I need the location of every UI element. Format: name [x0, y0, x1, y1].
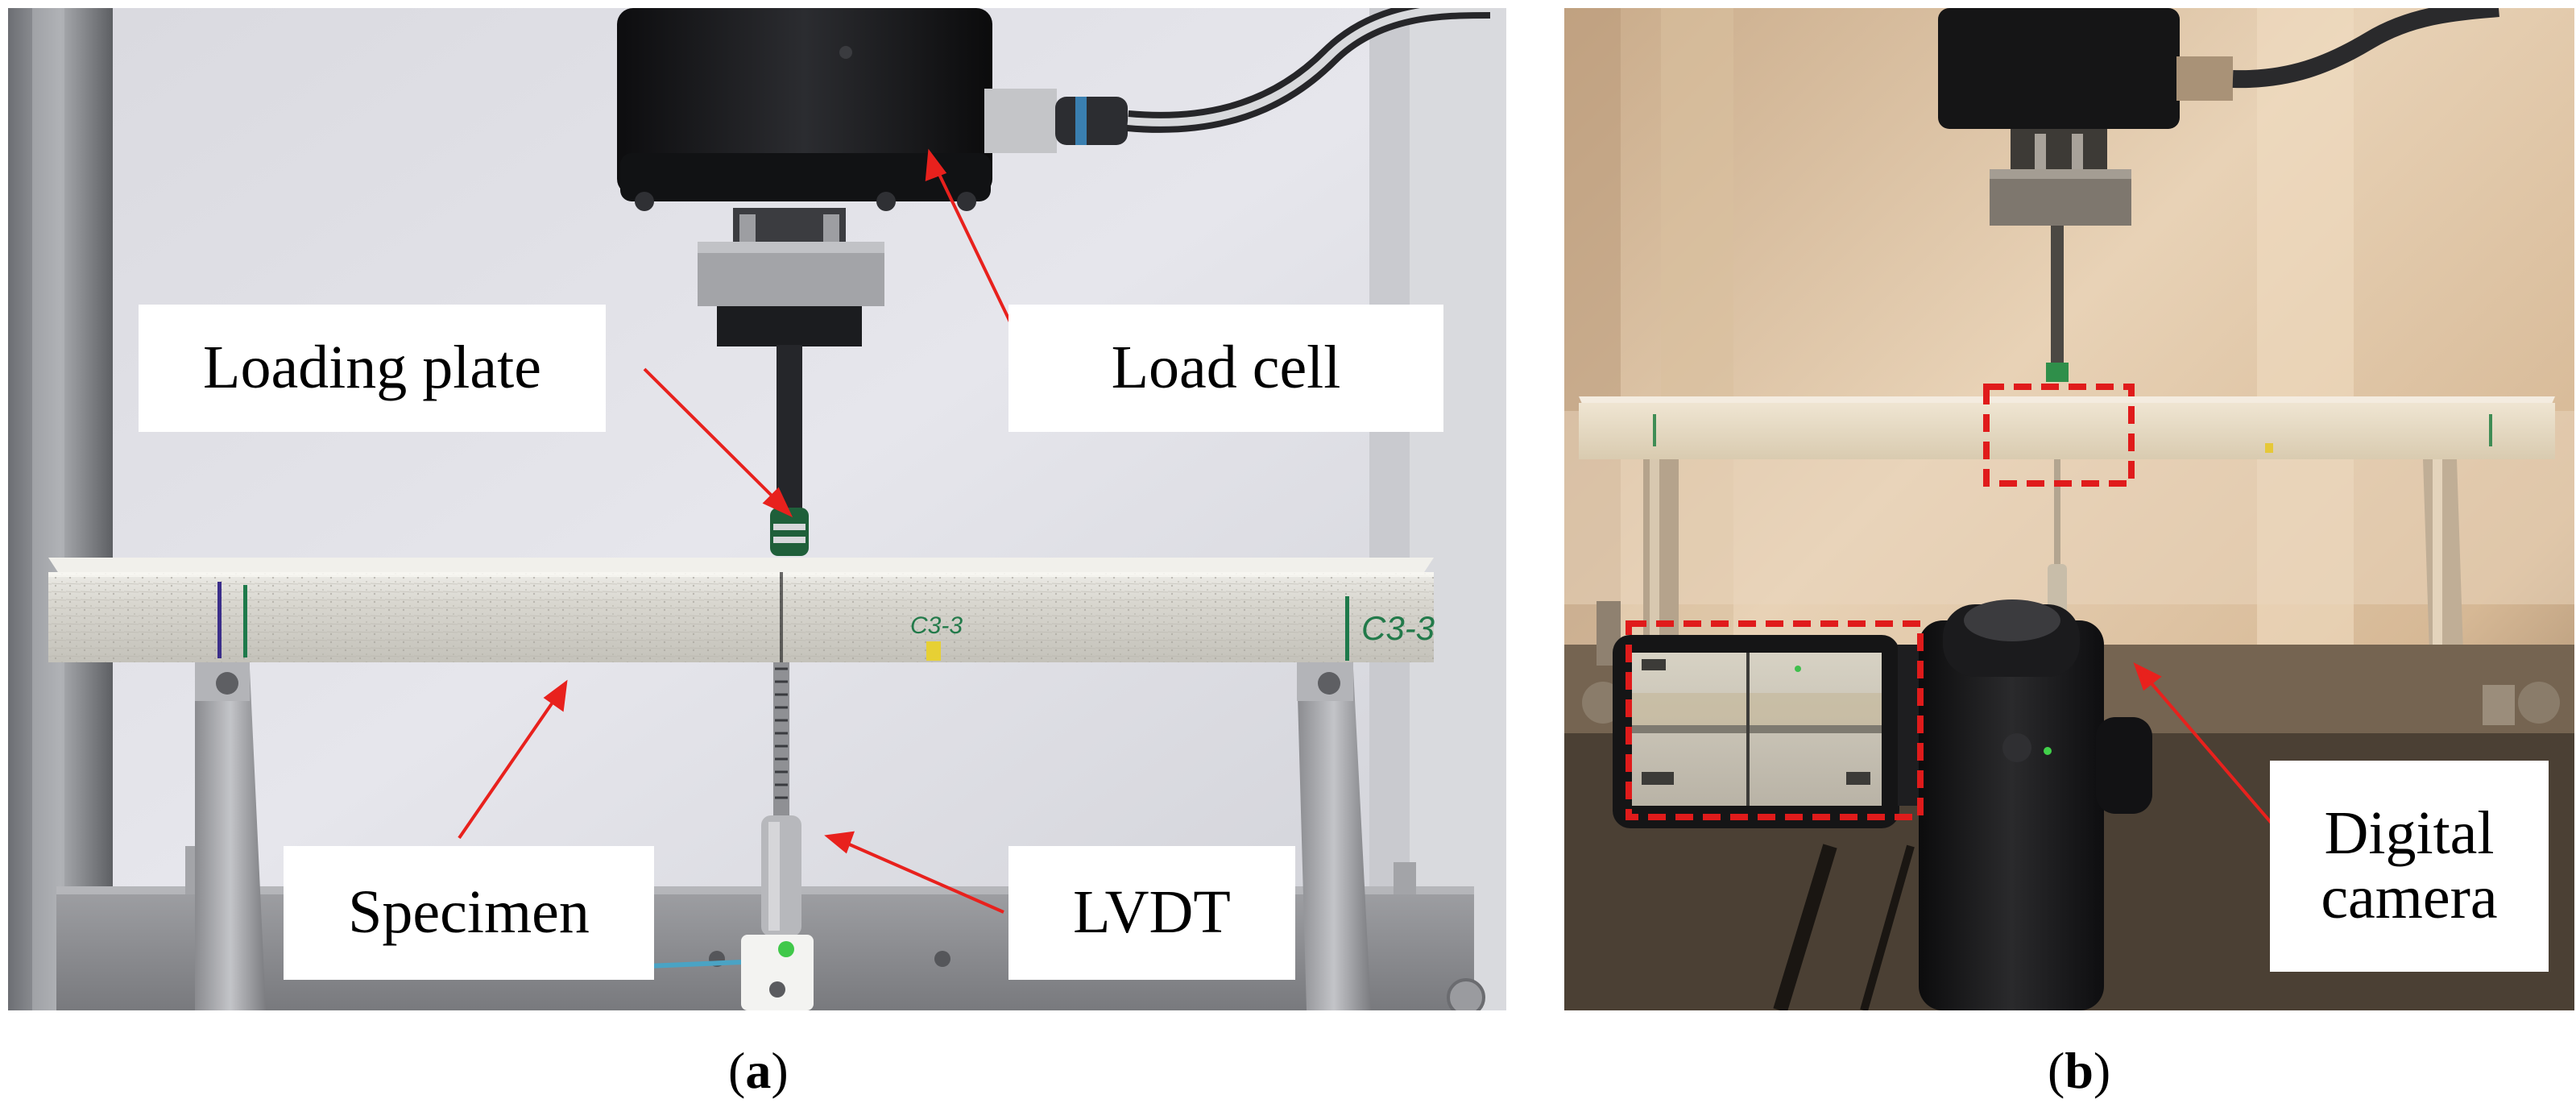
caption-a-letter: a	[745, 1042, 772, 1099]
label-specimen: Specimen	[284, 846, 654, 980]
arrow-panel-b	[2133, 662, 2275, 827]
caption-b-letter: b	[2065, 1042, 2094, 1099]
photo-panel-a: C3-3 C3-3 Loading plate Load cell Specim…	[8, 8, 1506, 1010]
specimen-mark-right: C3-3	[1361, 609, 1435, 647]
caption-b: (b)	[2048, 1042, 2111, 1099]
label-loading-plate: Loading plate	[139, 305, 606, 432]
specimen-mark-center: C3-3	[910, 612, 963, 639]
label-digital-camera: Digital camera	[2270, 761, 2549, 972]
arrows-panel-a	[458, 148, 1017, 914]
label-load-cell: Load cell	[1008, 305, 1443, 432]
dashed-box-crack-region	[1983, 384, 2135, 487]
photo-panel-b: Digital camera	[1564, 8, 2574, 1010]
caption-a: (a)	[728, 1042, 789, 1099]
digital-camera-graphic	[1613, 599, 2152, 1010]
label-lvdt: LVDT	[1008, 846, 1295, 980]
dashed-box-camera-screen	[1626, 620, 1924, 820]
